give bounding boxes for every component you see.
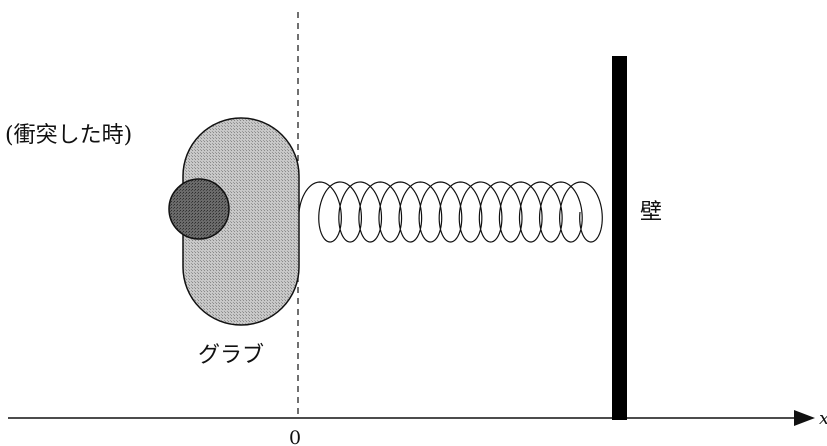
x-axis-arrowhead	[794, 410, 815, 426]
ball	[168, 178, 230, 240]
wall-label: 壁	[640, 200, 662, 225]
glove-label: グラブ	[198, 343, 264, 368]
collision-state-label: (衝突した時)	[5, 123, 132, 148]
wall	[612, 56, 627, 420]
origin-label: 0	[289, 427, 301, 446]
x-axis-label: x	[819, 408, 827, 429]
spring-coil	[298, 181, 603, 243]
